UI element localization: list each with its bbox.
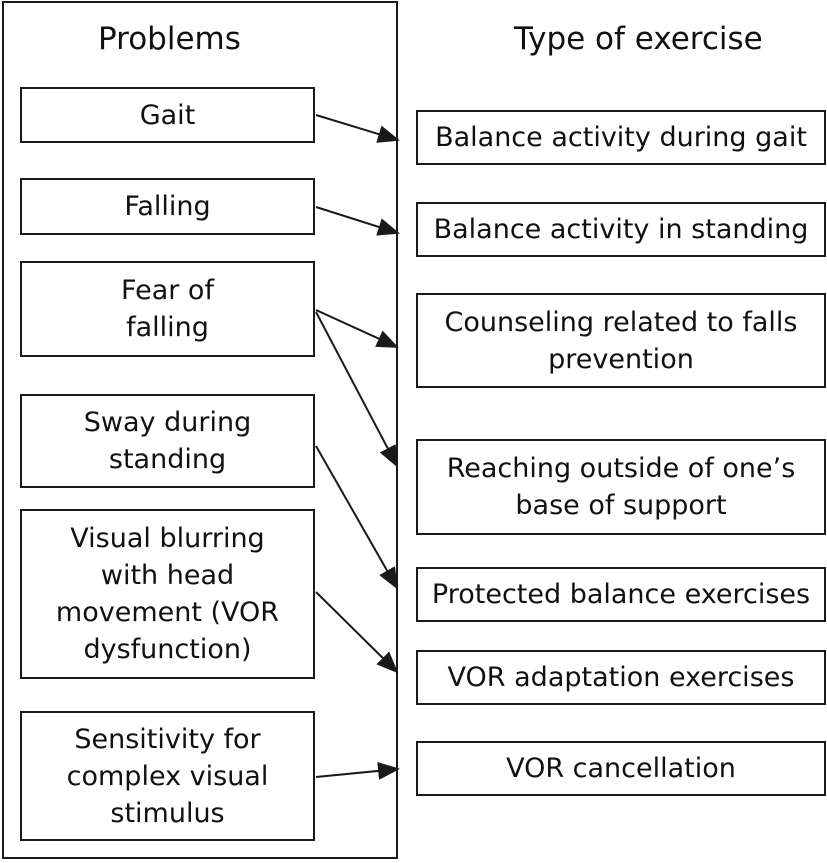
problem-label: Falling [124,191,211,222]
problem-label: Sensitivity for complex visual stimulus [66,723,269,829]
exercise-label: Protected balance exercises [431,579,811,610]
problem-box-visual-blurring: Visual blurring with head movement (VOR … [20,509,315,679]
arrow-sensitivity-to-vor-cancellation [315,761,400,780]
arrow-falling-to-balance-standing [315,206,400,236]
problem-box-gait: Gait [20,87,315,143]
exercise-label: Balance activity during gait [435,122,807,153]
exercise-label: Reaching outside of one’s base of suppor… [446,453,796,521]
problems-heading: Problems [98,21,241,57]
exercise-label: VOR cancellation [506,753,736,784]
exercise-box-balance-standing: Balance activity in standing [416,202,826,257]
exercise-box-counseling-falls: Counseling related to falls prevention [416,293,826,388]
problem-label: Gait [139,99,196,131]
arrow-gait-to-balance-gait [315,114,400,143]
arrow-sway-to-protected-balance [315,445,398,590]
problem-label: Fear of falling [121,275,214,343]
problem-box-fear-of-falling: Fear of falling [20,261,315,357]
problem-label: Visual blurring with head movement (VOR … [55,523,280,665]
arrow-visual-blurring-to-vor-adaptation [315,591,399,674]
exercise-box-reaching-outside: Reaching outside of one’s base of suppor… [416,439,826,535]
exercise-box-balance-gait: Balance activity during gait [416,110,826,165]
exercise-label: Counseling related to falls prevention [444,306,798,375]
problem-box-sway-during-standing: Sway during standing [20,394,315,488]
problem-box-falling: Falling [20,178,315,235]
exercise-label: VOR adaptation exercises [447,662,795,693]
exercise-box-vor-adaptation: VOR adaptation exercises [416,650,826,705]
exercise-heading: Type of exercise [514,21,763,57]
exercise-box-vor-cancellation: VOR cancellation [416,741,826,796]
problems-panel [2,1,398,859]
exercise-box-protected-balance: Protected balance exercises [416,567,826,622]
arrow-fear-to-reaching [315,311,398,468]
arrow-fear-to-counseling [315,309,399,348]
exercise-label: Balance activity in standing [433,214,809,245]
problem-label: Sway during standing [83,407,252,475]
problem-box-sensitivity-visual-stimulus: Sensitivity for complex visual stimulus [20,711,315,841]
